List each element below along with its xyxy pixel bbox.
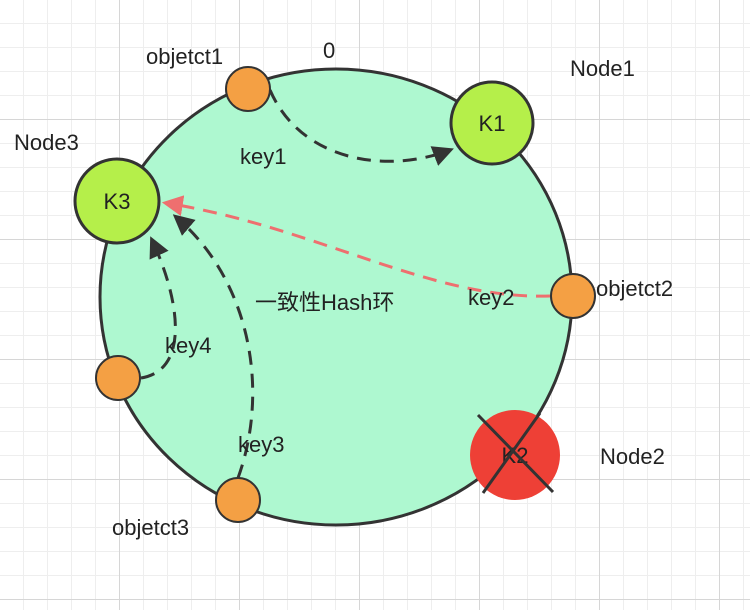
ring-zero-mark: 0 — [323, 38, 335, 63]
ring-label: 一致性Hash环 — [255, 290, 394, 315]
object-label-objetct1: objetct1 — [146, 44, 223, 69]
edge-label-key1: key1 — [240, 144, 286, 169]
object-label-objetct2: objetct2 — [596, 276, 673, 301]
failed-cross-icon — [476, 412, 555, 494]
node3-name: Node3 — [14, 130, 79, 155]
object-label-objetct3: objetct3 — [112, 515, 189, 540]
node-k3-label: K3 — [104, 189, 131, 214]
object-objetct3 — [215, 477, 261, 523]
node2-name: Node2 — [600, 444, 665, 469]
edge-key1 — [268, 89, 454, 166]
node1-name: Node1 — [570, 56, 635, 81]
node-k1-label: K1 — [479, 111, 506, 136]
edge-label-key2: key2 — [468, 285, 514, 310]
edge-key3 — [172, 214, 255, 479]
edge-label-key3: key3 — [238, 432, 284, 457]
object-objetct2 — [550, 273, 596, 319]
object-objetct1 — [225, 66, 271, 112]
node-k1: K1 — [449, 80, 535, 166]
object-key4-source — [95, 355, 141, 401]
edge-key2 — [161, 195, 551, 298]
node-k2: K2 — [470, 410, 560, 500]
node-k3: K3 — [73, 157, 161, 245]
edge-label-key4: key4 — [165, 333, 211, 358]
